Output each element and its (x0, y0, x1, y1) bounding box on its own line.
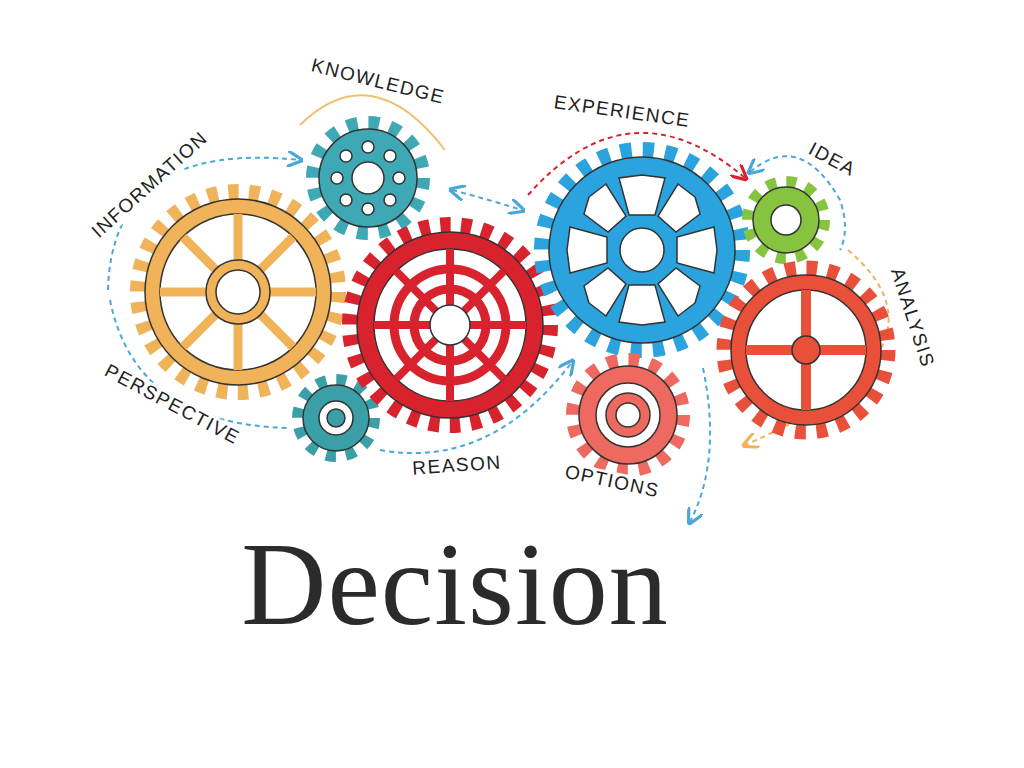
gear-label: KNOWLEDGE (306, 55, 450, 110)
gear-label: REASON (409, 452, 505, 479)
gear-label: EXPERIENCE (550, 92, 695, 133)
gear-label: IDEA (802, 138, 862, 183)
diagram-title: Decision (241, 526, 668, 644)
